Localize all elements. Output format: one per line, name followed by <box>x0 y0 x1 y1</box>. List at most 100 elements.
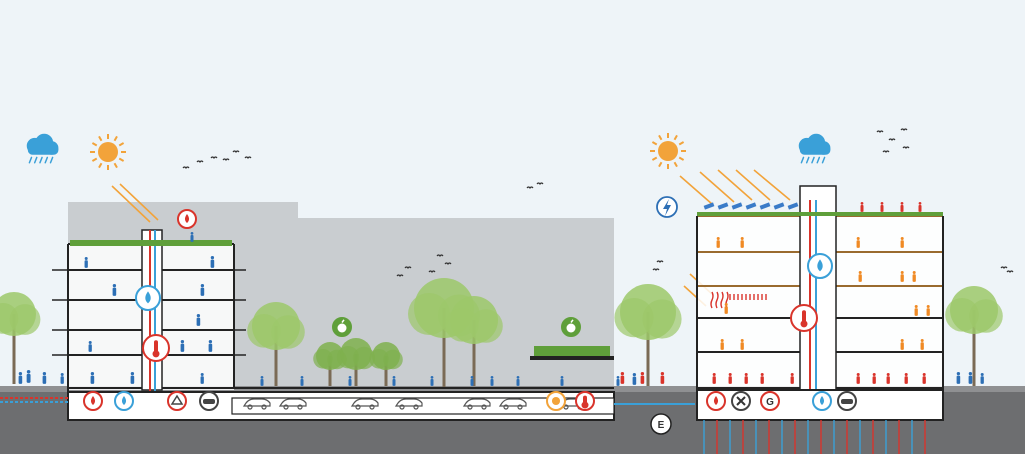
person <box>886 373 890 384</box>
person <box>200 284 205 296</box>
trees <box>0 278 1003 388</box>
tree <box>0 292 41 384</box>
water-drop-icon <box>812 391 832 411</box>
person <box>744 373 748 384</box>
person <box>660 372 665 384</box>
person <box>918 202 922 212</box>
birds-icon <box>182 128 1014 277</box>
person <box>84 257 88 268</box>
person <box>712 373 716 384</box>
person <box>858 271 862 282</box>
person <box>968 372 973 384</box>
person <box>490 376 494 386</box>
system-icons <box>83 209 857 411</box>
left-building <box>52 229 246 420</box>
person <box>208 340 213 352</box>
person <box>88 341 92 352</box>
person <box>112 284 117 296</box>
person <box>872 373 876 384</box>
water-drop-icon <box>706 391 726 411</box>
person <box>900 271 904 282</box>
person <box>60 373 64 384</box>
person <box>632 373 637 385</box>
ev-charging-icon: G <box>760 391 780 411</box>
water-drop-icon <box>807 253 833 279</box>
person <box>860 202 864 212</box>
person <box>912 271 916 282</box>
person <box>430 376 434 386</box>
car-icon <box>394 398 423 410</box>
apple-icon <box>332 317 352 337</box>
person <box>914 305 918 316</box>
green-roof <box>70 240 232 246</box>
person <box>956 372 961 384</box>
tree <box>614 284 682 386</box>
person <box>724 303 728 314</box>
car-icon <box>242 398 271 410</box>
thermometer-icon <box>142 334 170 362</box>
recycle-icon <box>167 391 187 411</box>
lightning-icon <box>656 196 678 218</box>
person <box>18 372 23 384</box>
person <box>720 339 724 350</box>
person <box>90 372 95 384</box>
car-icon <box>462 398 491 410</box>
tree <box>247 302 305 386</box>
person <box>856 237 860 248</box>
person <box>790 373 794 384</box>
person <box>740 237 744 248</box>
person <box>300 376 304 386</box>
person <box>260 376 264 386</box>
plaza <box>234 346 614 389</box>
sun-icon <box>650 133 686 169</box>
person <box>200 373 204 384</box>
tree <box>369 342 403 386</box>
sun-small-icon <box>546 391 566 411</box>
district-pipes <box>0 397 695 405</box>
person <box>640 372 645 384</box>
person <box>348 376 352 386</box>
apple-icon <box>561 317 581 337</box>
person <box>516 376 520 386</box>
water-drop-icon <box>177 209 197 229</box>
geothermal-label: E <box>658 420 665 431</box>
person <box>26 370 31 383</box>
ev-charging-label: G <box>766 397 774 408</box>
thermometer-icon <box>575 391 595 411</box>
thermometer-icon <box>790 304 818 332</box>
water-drop-icon <box>135 285 161 311</box>
person <box>760 373 764 384</box>
water-drop-icon <box>114 391 134 411</box>
person <box>728 373 732 384</box>
person <box>130 372 135 384</box>
person <box>904 373 908 384</box>
car-icon <box>837 391 857 411</box>
person <box>470 376 474 386</box>
tree <box>445 296 503 386</box>
person <box>616 376 620 386</box>
person <box>180 340 185 352</box>
person <box>42 372 47 384</box>
person <box>920 339 924 350</box>
person <box>392 376 396 386</box>
sun-icon <box>90 134 126 170</box>
person <box>880 202 884 212</box>
person <box>716 237 720 248</box>
solar-panel-icon <box>703 202 799 210</box>
person <box>980 373 984 384</box>
person <box>190 232 194 242</box>
green-roof <box>697 212 943 216</box>
person <box>196 314 201 326</box>
person <box>740 339 744 350</box>
person <box>900 237 904 248</box>
core <box>799 185 837 391</box>
person <box>856 373 860 384</box>
right-building <box>696 185 944 454</box>
person <box>900 202 904 212</box>
car-icon <box>278 398 307 410</box>
tree <box>945 286 1003 386</box>
person <box>900 339 904 350</box>
tree <box>336 338 376 386</box>
